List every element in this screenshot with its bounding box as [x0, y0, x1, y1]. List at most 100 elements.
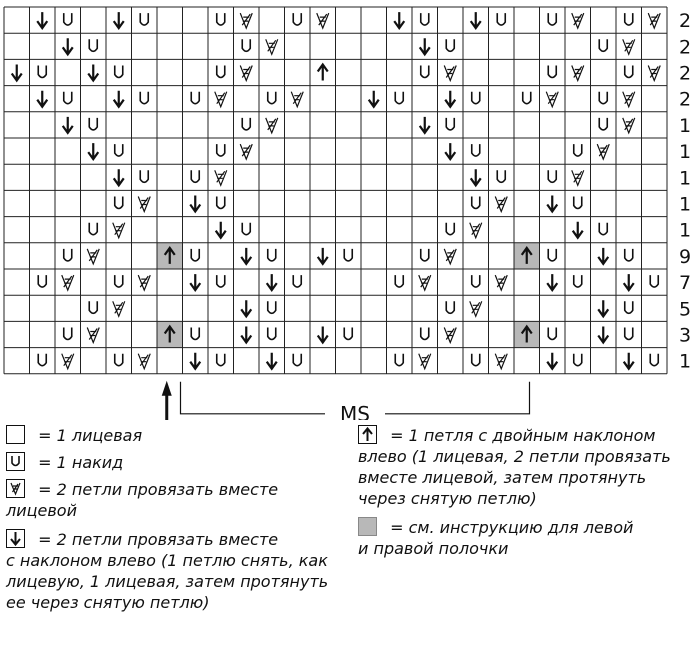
yarn-over-symbol: [572, 275, 583, 288]
yarn-over-symbol: [547, 13, 558, 26]
ssk-symbol: [444, 143, 457, 161]
yarn-over-symbol: [88, 117, 99, 131]
k2tog-symbol: [61, 353, 75, 371]
yarn-over-symbol: [598, 39, 609, 53]
ssk-symbol: [571, 221, 584, 240]
yarn-over-symbol: [215, 275, 226, 288]
k2tog-symbol: [137, 353, 151, 371]
k2tog-symbol: [137, 274, 151, 292]
ssk-symbol: [444, 90, 457, 109]
row-number-label: 11: [679, 220, 690, 242]
yarn-over-symbol: [445, 222, 456, 236]
legend-k2tog: = 2 петли провязать вместе лицевой: [6, 479, 279, 520]
yarn-over-symbol: [88, 301, 99, 315]
k2tog-symbol: [239, 12, 253, 30]
k2tog-symbol: [494, 353, 508, 371]
k2tog-symbol: [112, 301, 126, 318]
knit-symbol-icon: [6, 425, 25, 444]
k2tog-symbol: [290, 91, 304, 109]
yarn-over-symbol: [241, 117, 252, 131]
ssk-symbol: [36, 12, 49, 30]
ssk-symbol: [418, 116, 431, 135]
ssk-symbol: [622, 274, 635, 292]
yarn-over-symbol: [470, 91, 481, 105]
ssk-symbol: [87, 64, 100, 83]
yarn-over-symbol: [572, 196, 583, 210]
yarn-over-symbol: [37, 275, 48, 288]
ssk-symbol: [546, 274, 559, 292]
ssk-symbol: [87, 143, 100, 161]
ssk-symbol: [189, 274, 202, 292]
yarn-over-symbol: [343, 248, 354, 262]
k2tog-symbol: [239, 65, 253, 83]
double-decrease-symbol: [163, 324, 176, 343]
k2tog-symbol: [647, 12, 661, 30]
k2tog-symbol: [214, 170, 228, 187]
yarn-over-symbol: [623, 248, 634, 262]
k2tog-symbol: [571, 12, 585, 30]
yarn-over-symbol: [649, 353, 660, 367]
k2tog-symbol: [545, 91, 559, 109]
yarn-over-symbol: [215, 196, 226, 210]
yarn-over-symbol: [215, 144, 226, 157]
k2tog-symbol: [469, 222, 483, 240]
repeat-start-arrowhead: [161, 380, 172, 396]
yarn-over-symbol: [598, 117, 609, 131]
yarn-over-symbol: [445, 301, 456, 315]
double-decrease-symbol: [316, 62, 329, 81]
k2tog-symbol: [622, 39, 636, 56]
yarn-over-symbol: [470, 353, 481, 367]
yarn-over-symbol: [623, 65, 634, 79]
ssk-symbol: [189, 352, 202, 371]
k2tog-symbol: [443, 248, 457, 266]
double-decrease-symbol: [520, 324, 533, 343]
yarn-over-symbol: [190, 170, 201, 184]
yarn-over-symbol-icon: [6, 452, 25, 471]
k2tog-symbol: [112, 222, 126, 240]
k2tog-symbol: [571, 170, 585, 187]
yarn-over-symbol: [139, 91, 150, 105]
yarn-over-symbol: [419, 13, 430, 26]
k2tog-symbol: [622, 117, 636, 135]
yarn-over-symbol: [572, 144, 583, 157]
ssk-symbol: [214, 221, 227, 240]
yarn-over-symbol: [394, 275, 405, 288]
row-number-label: 25: [679, 36, 690, 58]
ssk-symbol: [240, 300, 253, 319]
k2tog-symbol: [469, 301, 483, 318]
yarn-over-symbol: [62, 13, 73, 26]
yarn-over-symbol: [445, 39, 456, 53]
ssk-symbol: [418, 38, 431, 57]
ssk-symbol: [469, 12, 482, 30]
double-decrease-symbol-icon: [358, 425, 377, 444]
ssk-symbol: [61, 38, 74, 57]
yarn-over-symbol: [292, 13, 303, 26]
yarn-over-symbol: [623, 327, 634, 341]
k2tog-symbol: [86, 327, 100, 345]
knitting-chart: 27252321191715131197531MS: [3, 6, 690, 420]
ssk-symbol: [469, 169, 482, 188]
yarn-over-symbol: [496, 170, 507, 184]
double-decrease-symbol: [163, 246, 176, 264]
ms-label: MS: [340, 402, 370, 420]
yarn-over-symbol: [343, 327, 354, 341]
row-number-label: 3: [679, 325, 690, 347]
yarn-over-symbol: [419, 65, 430, 79]
yarn-over-symbol: [37, 353, 48, 367]
ssk-symbol: [597, 326, 610, 345]
k2tog-symbol: [622, 91, 636, 109]
k2tog-symbol: [494, 274, 508, 292]
k2tog-symbol-icon: [6, 479, 25, 498]
row-number-label: 23: [679, 63, 690, 85]
yarn-over-symbol: [215, 65, 226, 79]
legend-yo: = 1 накид: [6, 452, 346, 473]
yarn-over-symbol: [113, 65, 124, 79]
yarn-over-symbol: [62, 248, 73, 262]
ssk-symbol: [393, 12, 406, 30]
row-number-label: 15: [679, 167, 690, 189]
row-number-label: 19: [679, 115, 690, 137]
yarn-over-symbol: [139, 170, 150, 184]
row-number-label: 13: [679, 194, 690, 216]
ssk-symbol: [265, 274, 278, 292]
k2tog-symbol: [647, 65, 661, 83]
